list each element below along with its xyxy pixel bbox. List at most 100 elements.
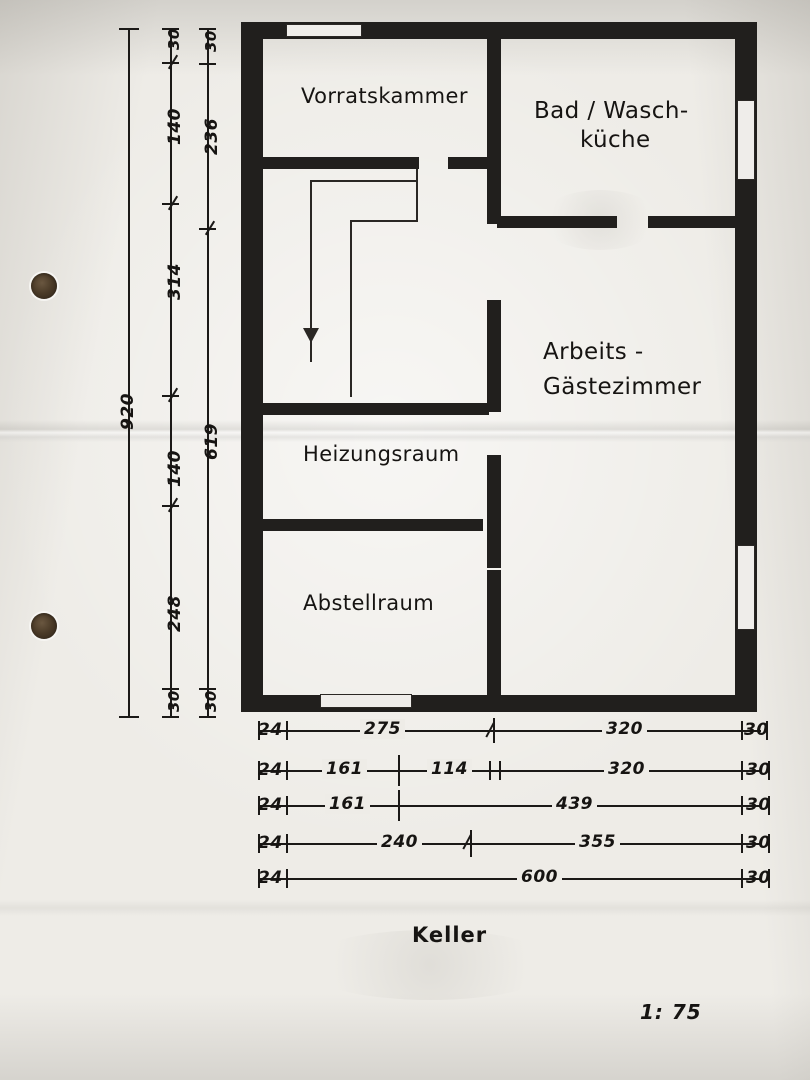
stair-line-left [310, 180, 312, 362]
dim-tick-c-4 [199, 716, 216, 718]
dim-row-2-label-24: 24 [258, 760, 283, 780]
dim-label-b-30-bottom: 30 [165, 690, 183, 712]
interior-wall-bad-right [648, 216, 738, 228]
dim-row-5-tick-2 [741, 869, 743, 888]
dim-label-b-314: 314 [165, 263, 185, 300]
dim-row-4-label-240: 240 [377, 832, 422, 852]
stair-line-right-lower [350, 220, 352, 397]
dim-tick-b-0 [162, 28, 179, 30]
window-right-lower [737, 545, 755, 630]
dim-row-3-label-30: 30 [746, 795, 771, 815]
dim-row-1-line [258, 730, 761, 732]
dim-row-2-tick-1 [286, 761, 288, 780]
stair-line-right-upper [416, 169, 418, 222]
dim-row-1-label-275: 275 [360, 719, 405, 739]
dim-row-2-line [258, 770, 761, 772]
room-label-abstellraum: Abstellraum [303, 591, 435, 615]
dim-row-1-tick-2 [493, 718, 495, 743]
dim-row-4-label-355: 355 [575, 832, 620, 852]
dim-row-3-tick-0 [258, 796, 260, 815]
room-label-bad-waschkueche-line2: küche [580, 127, 651, 153]
dim-row-2-tick-6 [768, 761, 770, 780]
dim-line-col-b [170, 28, 172, 718]
dim-row-4-tick-3 [741, 834, 743, 853]
dim-row-5-tick-1 [286, 869, 288, 888]
stair-line-foot [310, 360, 312, 362]
interior-wall-heizung-top [255, 403, 489, 415]
dim-row-4-tick-1 [286, 834, 288, 853]
dim-label-b-248: 248 [165, 595, 185, 632]
stair-line-mid [350, 220, 418, 222]
window-right-upper [737, 100, 755, 180]
exterior-wall-left [241, 22, 263, 712]
dim-tick-c-1 [199, 63, 216, 65]
dim-row-3-line [258, 805, 761, 807]
room-label-heizungsraum: Heizungsraum [303, 442, 460, 466]
dim-row-5-tick-3 [768, 869, 770, 888]
dim-label-c-30-bottom: 30 [202, 690, 220, 712]
dim-tick-c-0 [199, 28, 216, 30]
dim-row-4-tick-4 [768, 834, 770, 853]
interior-wall-vorrat-lower [255, 157, 419, 169]
paper-crease-lower [0, 900, 810, 916]
dim-row-3-tick-2 [398, 790, 400, 821]
dim-line-col-c [207, 28, 209, 718]
dim-row-2-label-114: 114 [427, 759, 472, 779]
dim-tick-total-bottom [119, 716, 139, 718]
dim-row-4-tick-0 [258, 834, 260, 853]
dim-row-1-tick-3 [741, 721, 743, 740]
dim-row-3-label-161: 161 [325, 794, 370, 814]
scale-label: 1: 75 [640, 1000, 702, 1024]
stair-line-top [310, 180, 418, 182]
dim-tick-b-6 [162, 716, 179, 718]
dim-row-4-line [258, 843, 761, 845]
room-label-arbeits-gaestezimmer-line2: Gästezimmer [543, 374, 702, 400]
dim-row-2-tick-2 [398, 755, 400, 786]
dim-row-5-label-24: 24 [258, 868, 283, 888]
dim-label-c-619: 619 [202, 423, 222, 460]
dim-row-5-tick-0 [258, 869, 260, 888]
dim-row-1-tick-1 [286, 721, 288, 740]
dim-label-b-140-lower: 140 [165, 450, 185, 487]
dim-row-4-tick-2 [470, 830, 472, 857]
dim-row-4-label-24: 24 [258, 833, 283, 853]
dim-row-1-label-30: 30 [744, 720, 769, 740]
dim-row-3-tick-3 [741, 796, 743, 815]
dim-row-2-tick-4 [499, 761, 501, 780]
interior-wall-center-bottom [487, 570, 501, 698]
room-label-bad-waschkueche-line1: Bad / Wasch- [534, 98, 689, 124]
dim-tick-c-3 [199, 688, 216, 690]
room-label-vorratskammer: Vorratskammer [301, 84, 468, 108]
dim-row-3-label-439: 439 [552, 794, 597, 814]
dim-label-b-30-top: 30 [165, 28, 183, 50]
dim-tick-b-5 [162, 688, 179, 690]
dim-row-1-tick-0 [258, 721, 260, 740]
dim-row-2-label-161: 161 [322, 759, 367, 779]
window-bottom-wall [320, 694, 412, 708]
dim-row-1-label-320: 320 [602, 719, 647, 739]
paper-crease-secondary [0, 432, 810, 442]
dim-row-5-label-30: 30 [746, 868, 771, 888]
interior-wall-vorrat-lower-right [448, 157, 496, 169]
dim-line-total [128, 28, 130, 718]
dim-row-5-line [258, 878, 761, 880]
interior-wall-abstell-top [255, 519, 483, 531]
dim-row-2-tick-5 [741, 761, 743, 780]
dim-row-3-tick-1 [286, 796, 288, 815]
interior-wall-center-upper [487, 34, 501, 224]
dim-label-c-30-top: 30 [202, 30, 220, 52]
room-label-arbeits-gaestezimmer-line1: Arbeits - [543, 339, 644, 365]
dim-row-2-label-30: 30 [746, 760, 771, 780]
punch-hole-top [31, 273, 57, 299]
exterior-wall-right [735, 22, 757, 712]
dim-row-2-label-320: 320 [604, 759, 649, 779]
dim-tick-total-top [119, 28, 139, 30]
window-top-wall [286, 24, 362, 37]
dim-row-1-tick-4 [766, 721, 768, 740]
dim-label-c-236: 236 [202, 118, 222, 155]
interior-wall-center-mid [487, 300, 501, 412]
dim-row-2-tick-3 [489, 761, 491, 780]
punch-hole-bottom [31, 613, 57, 639]
plan-title-keller: Keller [412, 923, 488, 947]
